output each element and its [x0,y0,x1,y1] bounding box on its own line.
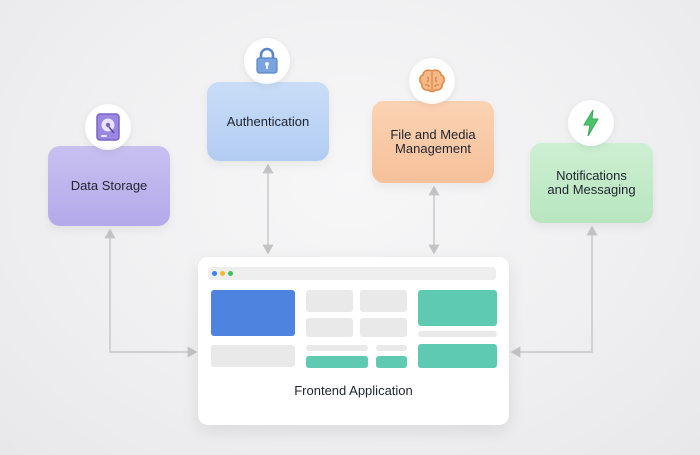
data-storage-card[interactable]: Data Storage [48,146,170,226]
notifications-connector [510,225,598,358]
window-dot-yellow [220,271,225,276]
frontend-application-window[interactable]: Frontend Application [198,257,509,425]
content-block [418,331,497,337]
window-dot-blue [212,271,217,276]
file-media-label-line1: File and Media [390,127,476,142]
notifications-label-line1: Notifications [556,168,627,183]
data-storage-label: Data Storage [70,178,148,193]
content-block [306,318,353,337]
notifications-card[interactable]: Notifications and Messaging [530,143,653,223]
brain-icon [409,58,455,104]
content-block [376,345,407,351]
file-media-card[interactable]: File and Media Management [372,101,494,183]
window-dot-green [228,271,233,276]
content-block [306,290,353,312]
lock-icon [244,38,290,84]
authentication-card[interactable]: Authentication [207,82,329,161]
content-block [306,345,368,351]
window-titlebar [208,267,496,280]
file-media-label-line2: Management [395,141,471,156]
content-block-teal [418,344,497,368]
content-block [360,290,407,312]
content-block [360,318,407,337]
authentication-label: Authentication [226,113,310,129]
content-block-teal [418,290,497,326]
content-block [211,345,295,367]
hard-drive-icon [85,104,131,150]
lightning-icon [568,100,614,146]
frontend-application-label: Frontend Application [294,383,413,398]
content-block-blue [211,290,295,336]
content-block-teal [306,356,368,368]
content-block-teal [376,356,407,368]
storage-connector [104,228,198,358]
notifications-label-line2: and Messaging [547,182,636,197]
